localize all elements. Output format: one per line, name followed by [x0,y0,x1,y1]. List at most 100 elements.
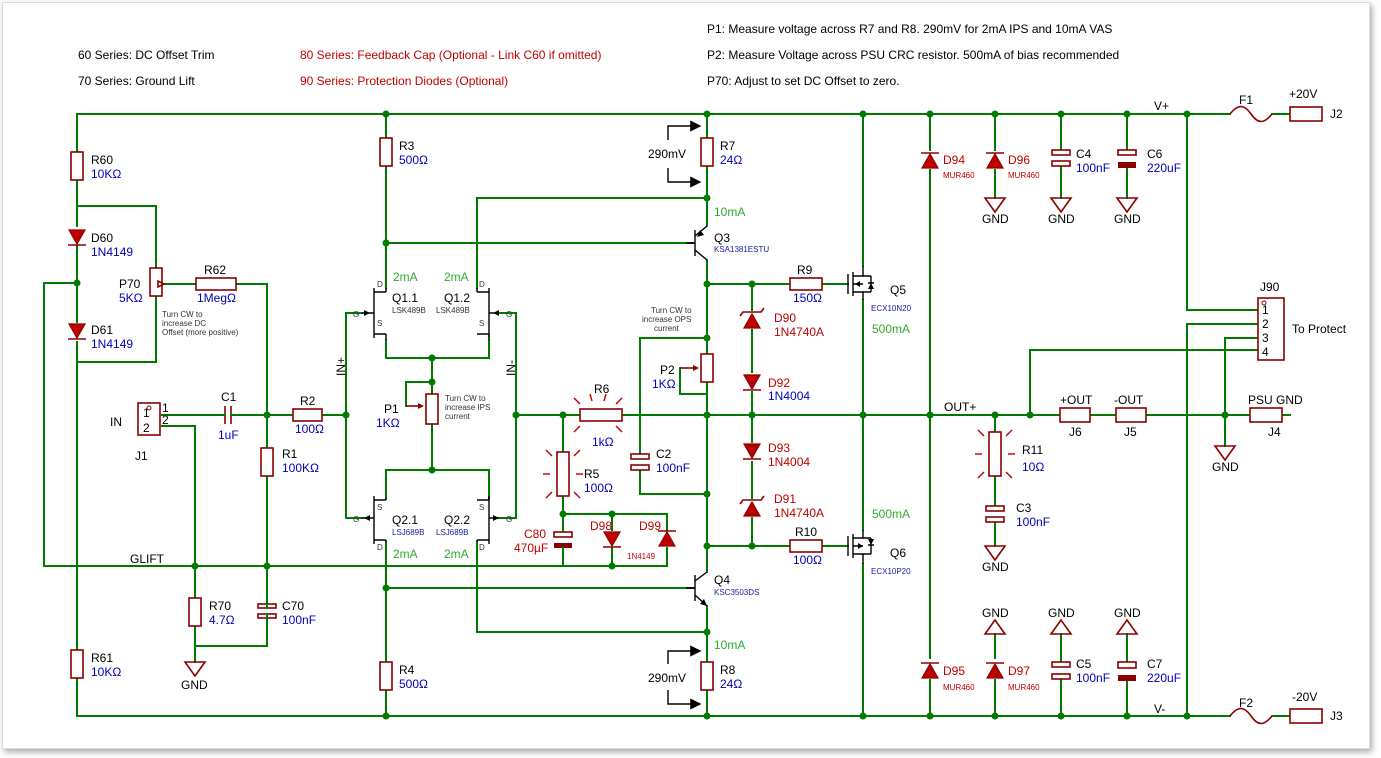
r7-value: 24Ω [720,153,742,167]
connector-j5 [1115,407,1147,423]
q21-current: 2mA [393,547,418,561]
j1-pin2: 2 [143,421,150,435]
connector-j3 [1289,708,1323,724]
j1-ref: J1 [135,449,148,463]
d96-ref: D96 [1008,153,1030,167]
svg-text:GND: GND [181,678,208,692]
j5-value: -OUT [1114,393,1144,407]
svg-text:D: D [377,543,383,552]
d91-value: 1N4740A [774,506,824,520]
d97-value: MUR460 [1008,683,1040,692]
d61-ref: D61 [91,323,113,337]
p70-note2: increase DC [162,319,206,328]
svg-text:GND: GND [1048,606,1075,620]
d90-value: 1N4740A [774,325,824,339]
resistor-r11 [988,431,1002,477]
d94-value: MUR460 [943,171,975,180]
q6-ref: Q6 [890,546,906,560]
q21-ref: Q2.1 [392,513,418,527]
svg-text:D: D [479,543,485,552]
d90-ref: D90 [774,311,796,325]
connector-j2 [1289,106,1323,122]
d92-ref: D92 [768,376,790,390]
j6-ref: J6 [1069,425,1082,439]
j90-label: To Protect [1292,322,1347,336]
c2-value: 100nF [656,461,690,475]
svg-text:GND: GND [1114,212,1141,226]
q4-ref: Q4 [714,573,730,587]
q22-ref: Q2.2 [444,513,470,527]
r5-glow [543,449,583,499]
r60-ref: R60 [91,153,113,167]
c70-ref: C70 [282,599,304,613]
q5-current: 500mA [872,322,910,336]
resistor-r7 [700,137,714,167]
svg-text:GND: GND [982,560,1009,574]
r8-mv: 290mV [648,671,686,685]
resistor-r1 [260,447,274,477]
f1-ref: F1 [1239,93,1253,107]
note-p1: P1: Measure voltage across R7 and R8. 29… [707,22,1112,36]
gnd-c4: GND [1048,197,1075,226]
p2-ref: P2 [660,363,675,377]
svg-text:D: D [479,280,485,289]
j90-pin3: 3 [1262,331,1269,345]
svg-text:S: S [377,503,382,512]
j1-label: IN [110,415,122,429]
resistor-r60 [70,151,84,181]
c6-ref: C6 [1147,147,1163,161]
net-vplus: V+ [1154,99,1169,113]
q6-current: 500mA [872,507,910,521]
r10-ref: R10 [795,525,817,539]
note-70-series: 70 Series: Ground Lift [78,74,195,88]
d92-value: 1N4004 [768,389,810,403]
c5-ref: C5 [1076,657,1092,671]
r9-ref: R9 [797,263,813,277]
r7-current: 10mA [714,205,745,219]
junctions [73,110,1229,720]
q11-value: LSK489B [392,306,426,315]
r70-value: 4.7Ω [209,613,235,627]
d98-ref: D98 [590,519,612,533]
j5-ref: J5 [1124,425,1137,439]
svg-text:G: G [506,515,512,524]
r3-value: 500Ω [399,153,428,167]
pot-p2 [700,353,714,383]
potentiometers: P70 5KΩ Turn CW to increase DC Offset (m… [119,267,714,430]
note-p2: P2: Measure Voltage across PSU CRC resis… [707,48,1119,62]
c5-value: 100nF [1076,671,1110,685]
c7-value: 220uF [1147,671,1181,685]
j4-ref: J4 [1268,425,1281,439]
j90-ref: J90 [1260,280,1280,294]
j1-pinA: 1 [162,401,169,415]
j3-ref: J3 [1330,709,1343,723]
svg-text:D: D [377,280,383,289]
resistor-r2 [292,408,323,422]
r6-value: 1kΩ [592,435,614,449]
resistor-r4 [379,661,393,691]
c7-ref: C7 [1147,657,1163,671]
q12-value: LSK489B [436,306,470,315]
p1-note3: current [445,412,471,421]
connector-j1 [137,402,161,436]
svg-text:G: G [506,310,512,319]
r11-value: 10Ω [1022,460,1044,474]
c3-ref: C3 [1016,501,1032,515]
q6-value: ECX10P20 [871,567,911,576]
r6-glow [573,393,623,433]
note-60-series: 60 Series: DC Offset Trim [78,48,214,62]
svg-text:GND: GND [1048,212,1075,226]
q3-ref: Q3 [714,231,730,245]
r11-ref: R11 [1022,443,1043,457]
net-glift: GLIFT [130,552,165,566]
r6-ref: R6 [594,382,610,396]
c80-value: 470µF [514,541,548,555]
p1-ref: P1 [384,402,399,416]
c1-ref: C1 [221,390,237,404]
q5-ref: Q5 [890,283,906,297]
r1-value: 100KΩ [282,461,319,475]
svg-text:G: G [353,515,359,524]
q22-value: LSJ689B [436,528,468,537]
r8-current: 10mA [714,638,745,652]
svg-text:GND: GND [1114,606,1141,620]
